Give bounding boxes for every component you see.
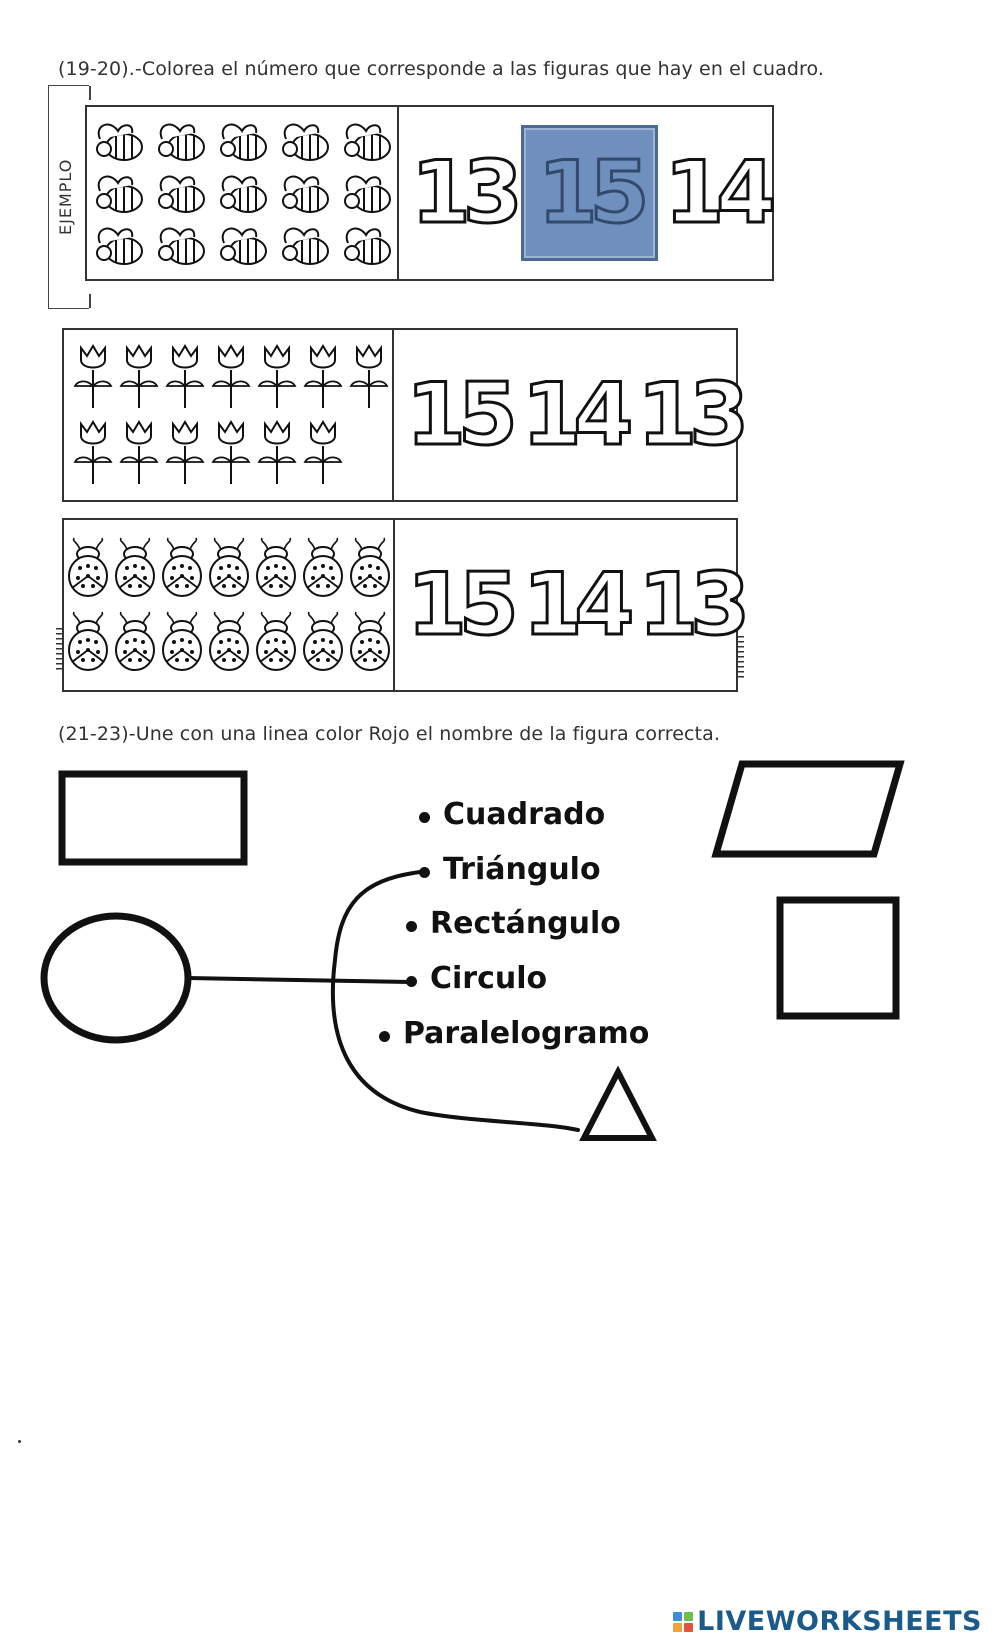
- word-paralelogramo[interactable]: Paralelogramo: [378, 1016, 650, 1051]
- triangle-shape[interactable]: [578, 1064, 658, 1144]
- tulip-icon: [162, 418, 208, 488]
- bee-icon: [211, 117, 273, 165]
- word-rectangulo[interactable]: Rectángulo: [406, 906, 621, 941]
- number-option-selected[interactable]: 15: [520, 125, 659, 261]
- number-option[interactable]: 15: [406, 555, 521, 655]
- word-cuadrado[interactable]: Cuadrado: [418, 797, 606, 832]
- bee-icon: [335, 221, 397, 269]
- bee-icon: [273, 169, 335, 217]
- tulip-icon: [254, 342, 300, 412]
- figure-grid: [64, 520, 395, 690]
- ladybug-icon: [299, 610, 346, 674]
- bee-icon: [273, 117, 335, 165]
- count-row-ladybugs: 15 14 13: [62, 518, 752, 692]
- tulip-icon: [208, 342, 254, 412]
- tulip-icon: [254, 418, 300, 488]
- number-options: 15 14 13: [395, 520, 754, 690]
- ladybug-icon: [346, 610, 393, 674]
- ladybug-icon: [252, 610, 299, 674]
- stray-dot: [18, 1440, 21, 1443]
- instruction-1: (19-20).-Colorea el número que correspon…: [58, 58, 825, 80]
- number-option[interactable]: 14: [520, 365, 635, 465]
- count-row-tulips: 15 14 13: [62, 328, 751, 502]
- brand-logo-icon: [673, 1611, 694, 1632]
- rectangle-shape[interactable]: [58, 770, 248, 868]
- bee-icon: [87, 169, 149, 217]
- bee-icon: [211, 169, 273, 217]
- bee-icon: [335, 169, 397, 217]
- ladybug-icon: [64, 536, 111, 600]
- figure-grid: [64, 330, 394, 500]
- brand-name: LIVEWORKSHEETS: [697, 1606, 982, 1637]
- instruction-2: (21-23)-Une con una linea color Rojo el …: [58, 723, 720, 745]
- word-circulo[interactable]: Circulo: [405, 961, 548, 996]
- number-option[interactable]: 14: [521, 555, 636, 655]
- ladybug-icon: [205, 610, 252, 674]
- ladybug-icon: [158, 536, 205, 600]
- ladybug-icon: [64, 610, 111, 674]
- number-options: 13 15 14: [399, 107, 780, 279]
- bee-icon: [149, 169, 211, 217]
- ladybug-icon: [205, 536, 252, 600]
- number-option[interactable]: 13: [636, 365, 751, 465]
- number-option[interactable]: 13: [637, 555, 752, 655]
- tulip-icon: [162, 342, 208, 412]
- ruler-mark-left: [56, 628, 64, 672]
- brand-footer: LIVEWORKSHEETS: [673, 1606, 982, 1637]
- circle-shape[interactable]: [38, 910, 194, 1046]
- word-triangulo[interactable]: Triángulo: [419, 852, 601, 887]
- tulip-icon: [346, 342, 392, 412]
- bee-icon: [149, 221, 211, 269]
- bee-icon: [273, 221, 335, 269]
- count-row-bees: 13 15 14: [85, 105, 778, 281]
- tulip-icon: [70, 342, 116, 412]
- number-option[interactable]: 13: [410, 143, 525, 243]
- square-shape[interactable]: [776, 896, 900, 1020]
- bee-icon: [335, 117, 397, 165]
- tulip-icon: [208, 418, 254, 488]
- tulip-icon: [116, 342, 162, 412]
- bee-icon: [87, 221, 149, 269]
- figure-grid: [87, 107, 399, 279]
- bee-icon: [149, 117, 211, 165]
- tulip-icon: [300, 418, 346, 488]
- number-option[interactable]: 14: [663, 143, 778, 243]
- bee-icon: [87, 117, 149, 165]
- ladybug-icon: [158, 610, 205, 674]
- parallelogram-shape[interactable]: [710, 758, 906, 860]
- example-label: EJEMPLO: [56, 158, 75, 235]
- ruler-mark-right: [736, 636, 744, 680]
- number-option[interactable]: 15: [405, 365, 520, 465]
- ladybug-icon: [111, 610, 158, 674]
- number-options: 15 14 13: [394, 330, 753, 500]
- ladybug-icon: [252, 536, 299, 600]
- ladybug-icon: [111, 536, 158, 600]
- ladybug-icon: [346, 536, 393, 600]
- tulip-icon: [116, 418, 162, 488]
- ladybug-icon: [299, 536, 346, 600]
- tulip-icon: [70, 418, 116, 488]
- tulip-icon: [300, 342, 346, 412]
- bee-icon: [211, 221, 273, 269]
- example-bracket: [48, 85, 91, 309]
